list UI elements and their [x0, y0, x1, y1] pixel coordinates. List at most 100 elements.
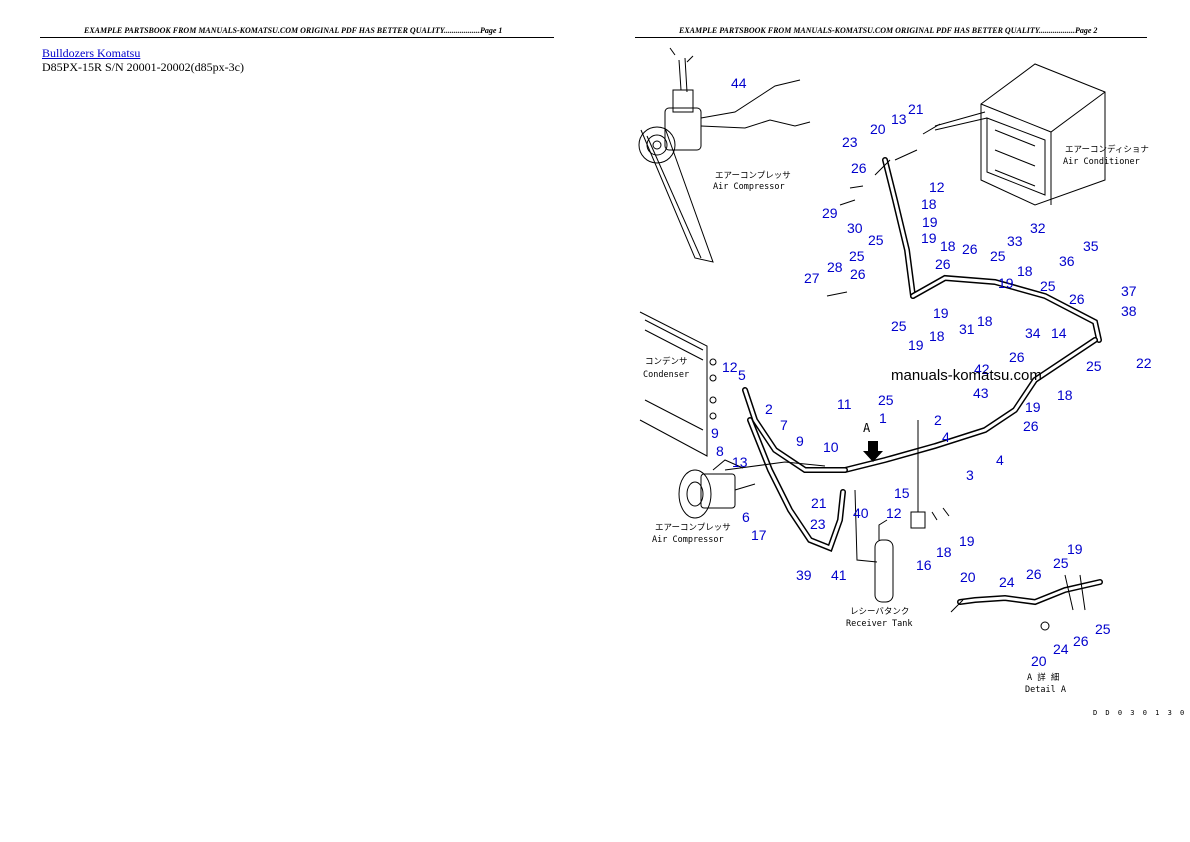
callout: 26 — [851, 160, 867, 176]
detail-a-drawing — [950, 574, 1103, 631]
condenser-drawing — [639, 311, 717, 457]
model-title: D85PX-15R S/N 20001-20002(d85px-3c) — [42, 60, 244, 74]
callout: 21 — [908, 101, 924, 117]
callout: 25 — [891, 318, 907, 334]
callout: 8 — [716, 443, 724, 459]
watermark: manuals-komatsu.com — [891, 367, 1042, 384]
callout: 19 — [908, 337, 924, 353]
callout: 19 — [1025, 399, 1041, 415]
callout: 30 — [847, 220, 863, 236]
callout: 22 — [1136, 355, 1152, 371]
lower-hose-run — [724, 387, 848, 552]
air-conditioner-jp: エアーコンディショナ — [1065, 144, 1149, 155]
callout: 19 — [921, 230, 937, 246]
condenser-en: Condenser — [643, 370, 689, 380]
callout: 25 — [849, 248, 865, 264]
callout: 26 — [935, 256, 951, 272]
callout: 18 — [1017, 263, 1033, 279]
callout: 26 — [1023, 418, 1039, 434]
callout: 25 — [990, 248, 1006, 264]
callout: 25 — [1040, 278, 1056, 294]
callout: 10 — [823, 439, 839, 455]
detail-a-callouts: 19 20 24 26 25 — [1031, 541, 1111, 669]
callout: 19 — [922, 214, 938, 230]
callout: 3 — [966, 467, 974, 483]
callout: 19 — [959, 533, 975, 549]
callout: 42 — [974, 361, 990, 377]
callout: 26 — [1026, 566, 1042, 582]
air-compressor-top-en: Air Compressor — [713, 182, 785, 192]
callout: 29 — [822, 205, 838, 221]
callout: 27 — [804, 270, 820, 286]
callout: 37 — [1121, 283, 1137, 299]
callout: 2 — [934, 412, 942, 428]
breadcrumb-link[interactable]: Bulldozers Komatsu — [42, 46, 141, 60]
callout: 26 — [1073, 633, 1089, 649]
callout: 11 — [837, 396, 852, 412]
detail-a-en: Detail A — [1025, 685, 1066, 695]
callout: 18 — [1057, 387, 1073, 403]
callout: 9 — [711, 425, 719, 441]
callout: 26 — [1069, 291, 1085, 307]
callout: 9 — [796, 433, 804, 449]
callout: 35 — [1083, 238, 1099, 254]
callout: 25 — [868, 232, 884, 248]
callout: 25 — [878, 392, 894, 408]
callout: 41 — [831, 567, 847, 583]
callout: 20 — [870, 121, 886, 137]
callout: 25 — [1053, 555, 1069, 571]
air-compressor-bottom-en: Air Compressor — [652, 535, 724, 545]
callout: 39 — [796, 567, 812, 583]
callout: 13 — [891, 111, 907, 127]
detail-a-jp: A 詳 細 — [1027, 672, 1059, 683]
receiver-tank-en: Receiver Tank — [846, 619, 913, 629]
callout: 18 — [936, 544, 952, 560]
callout: 18 — [929, 328, 945, 344]
condenser-jp: コンデンサ — [645, 356, 688, 367]
callout: 43 — [973, 385, 989, 401]
callout: 21 — [811, 495, 827, 511]
callout: 12 — [929, 179, 945, 195]
callout: 19 — [1067, 541, 1083, 557]
page-2-header-rule — [635, 37, 1147, 38]
page-1: EXAMPLE PARTSBOOK FROM MANUALS-KOMATSU.C… — [40, 26, 554, 74]
drawing-code: D D 0 3 0 1 3 0 — [1093, 709, 1186, 717]
callout: 15 — [894, 485, 910, 501]
callout: 20 — [960, 569, 976, 585]
callout: 12 — [886, 505, 902, 521]
callout: 7 — [780, 417, 788, 433]
parts-diagram: エアーコンプレッサ Air Compressor エアーコンディショナ Air … — [638, 47, 1186, 717]
air-conditioner-en: Air Conditioner — [1063, 157, 1140, 167]
callout: 25 — [1095, 621, 1111, 637]
callout: 24 — [999, 574, 1015, 590]
callout: 2 — [765, 401, 773, 417]
upper-hose-run — [826, 149, 1102, 473]
callout: 40 — [853, 505, 869, 521]
compressor-top-drawing — [638, 47, 811, 263]
page-1-header-rule — [40, 37, 554, 38]
callout: 18 — [921, 196, 937, 212]
page-1-header: EXAMPLE PARTSBOOK FROM MANUALS-KOMATSU.C… — [84, 26, 503, 35]
callout: 4 — [942, 429, 950, 445]
callout: 32 — [1030, 220, 1046, 236]
page-2-header: EXAMPLE PARTSBOOK FROM MANUALS-KOMATSU.C… — [679, 26, 1098, 35]
air-compressor-top-jp: エアーコンプレッサ — [715, 171, 791, 181]
callout: 13 — [732, 454, 748, 470]
callout: 19 — [998, 275, 1014, 291]
view-a-arrow — [863, 441, 883, 462]
receiver-tank-jp: レシーバタンク — [850, 607, 909, 617]
view-a-marker: A — [863, 421, 871, 435]
callout: 6 — [742, 509, 750, 525]
callout: 5 — [738, 367, 746, 383]
callout: 18 — [940, 238, 956, 254]
callout: 34 — [1025, 325, 1041, 341]
callout: 31 — [959, 321, 975, 337]
air-conditioner-drawing — [922, 63, 1106, 206]
callout: 16 — [916, 557, 932, 573]
callout: 28 — [827, 259, 843, 275]
callout: 1 — [879, 410, 887, 426]
callout: 26 — [850, 266, 866, 282]
callout: 24 — [1053, 641, 1069, 657]
callout: 25 — [1086, 358, 1102, 374]
callout: 26 — [1009, 349, 1025, 365]
